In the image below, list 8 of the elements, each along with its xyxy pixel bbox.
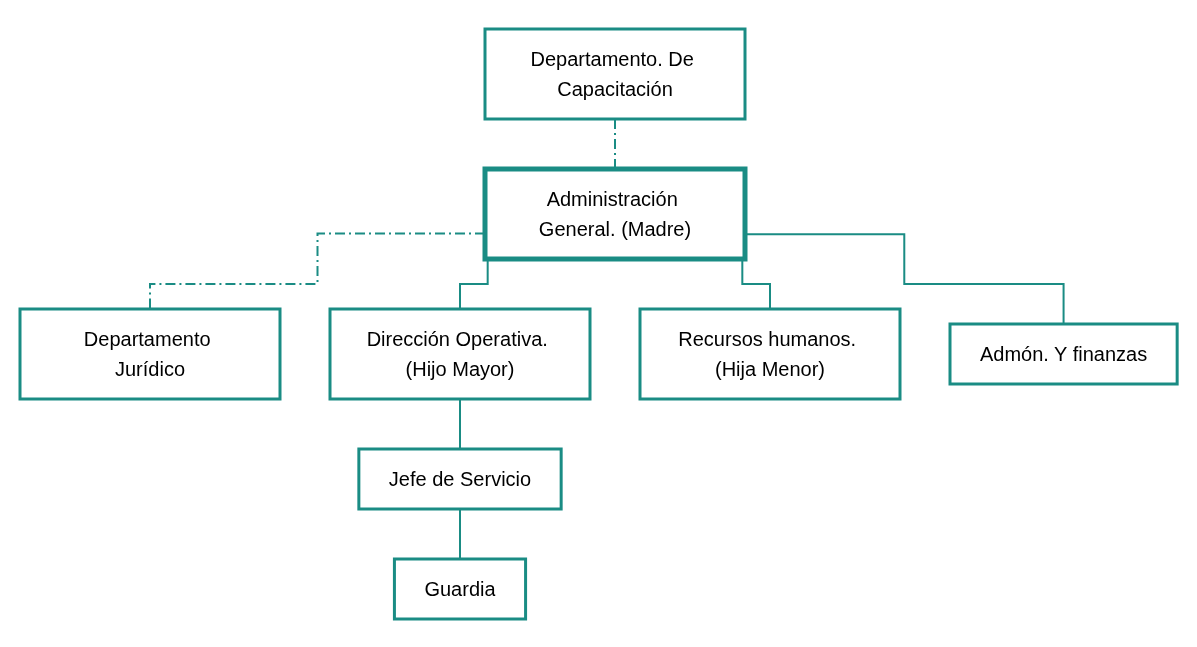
node-box: Departamento Jurídico	[18, 307, 282, 400]
node-box: Jefe de Servicio	[357, 447, 563, 510]
node-box: Administración General. (Madre)	[482, 166, 748, 261]
node-box: Recursos humanos. (Hija Menor)	[638, 307, 902, 400]
node-box: Guardia	[392, 557, 527, 620]
node-box: Departamento. De Capacitación	[483, 27, 747, 120]
node-box: Admón. Y finanzas	[948, 322, 1179, 385]
node-box: Dirección Operativa. (Hijo Mayor)	[328, 307, 592, 400]
